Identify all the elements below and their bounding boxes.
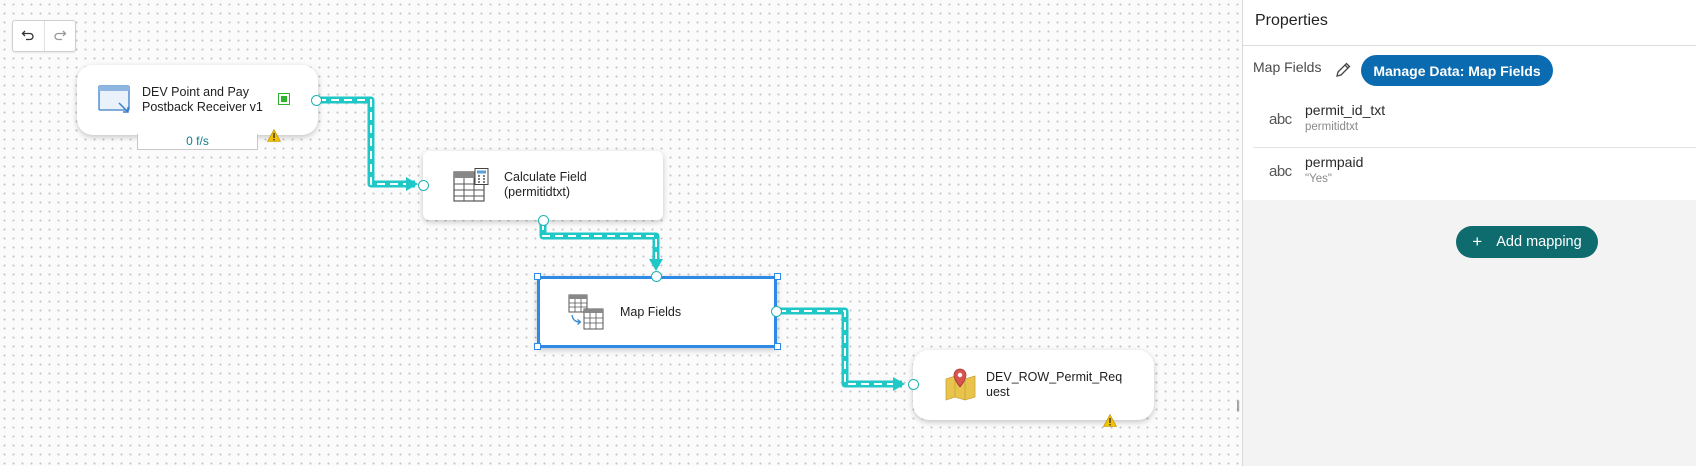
dest-label-line1: DEV_ROW_Permit_Req	[986, 370, 1123, 384]
undo-button[interactable]	[13, 21, 44, 51]
field-name: permit_id_txt	[1305, 102, 1386, 118]
resize-handle-se[interactable]	[774, 343, 781, 350]
workflow-canvas[interactable]: DEV Point and Pay Postback Receiver v1 0…	[0, 0, 1242, 466]
string-type-icon: abc	[1269, 163, 1292, 180]
dest-label-line2: uest	[986, 385, 1010, 399]
plus-icon: +	[1472, 232, 1483, 251]
node-feed-source[interactable]: DEV Point and Pay Postback Receiver v1	[77, 65, 318, 135]
calc-label-line1: Calculate Field	[504, 170, 587, 184]
step-name: Map Fields	[1253, 59, 1322, 75]
redo-icon	[54, 30, 67, 41]
calc-output-port[interactable]	[538, 215, 549, 226]
dest-input-port[interactable]	[908, 379, 919, 390]
field-source: permitidtxt	[1305, 121, 1359, 133]
field-mapping-row[interactable]: abc permit_id_txt permitidtxt	[1253, 96, 1696, 147]
source-label-line2: Postback Receiver v1	[142, 100, 263, 114]
warning-icon[interactable]	[267, 129, 281, 142]
history-toolbar	[12, 20, 76, 52]
node-output-layer[interactable]: DEV_ROW_Permit_Req uest	[913, 350, 1154, 420]
node-calculate-field[interactable]: Calculate Field (permitidtxt)	[423, 151, 663, 220]
connection-lines	[318, 96, 905, 391]
field-source: "Yes"	[1305, 173, 1332, 185]
add-mapping-button[interactable]: + Add mapping	[1456, 226, 1598, 258]
map-output-port[interactable]	[771, 306, 782, 317]
source-output-port[interactable]	[311, 95, 322, 106]
pencil-icon[interactable]	[1334, 61, 1352, 79]
manage-data-button[interactable]: Manage Data: Map Fields	[1361, 55, 1553, 86]
properties-panel: Properties Map Fields Manage Data: Map F…	[1242, 0, 1696, 466]
panel-resize-handle[interactable]: ||	[1236, 398, 1240, 412]
field-mapping-row[interactable]: abc permpaid "Yes"	[1253, 148, 1696, 199]
map-fields-icon	[568, 294, 604, 330]
resize-handle-sw[interactable]	[534, 343, 541, 350]
calculator-table-icon	[453, 168, 489, 202]
feed-window-icon	[98, 85, 130, 113]
string-type-icon: abc	[1269, 111, 1292, 128]
redo-button[interactable]	[43, 21, 76, 51]
resize-handle-ne[interactable]	[774, 273, 781, 280]
status-running-icon	[278, 93, 290, 105]
undo-icon	[21, 30, 34, 41]
add-mapping-label: Add mapping	[1496, 234, 1582, 250]
source-label-line1: DEV Point and Pay	[142, 85, 250, 99]
calc-input-port[interactable]	[418, 180, 429, 191]
panel-title: Properties	[1255, 12, 1328, 29]
feed-rate-readout: 0 f/s	[137, 134, 258, 150]
row-divider	[1253, 147, 1696, 148]
resize-handle-nw[interactable]	[534, 273, 541, 280]
map-input-port[interactable]	[651, 271, 662, 282]
warning-icon[interactable]	[1103, 414, 1117, 427]
panel-divider	[1243, 45, 1696, 46]
node-map-fields[interactable]: Map Fields	[537, 276, 777, 348]
calc-label-line2: (permitidtxt)	[504, 185, 570, 199]
map-pin-icon	[945, 368, 976, 401]
map-label: Map Fields	[620, 305, 682, 319]
field-name: permpaid	[1305, 154, 1364, 170]
